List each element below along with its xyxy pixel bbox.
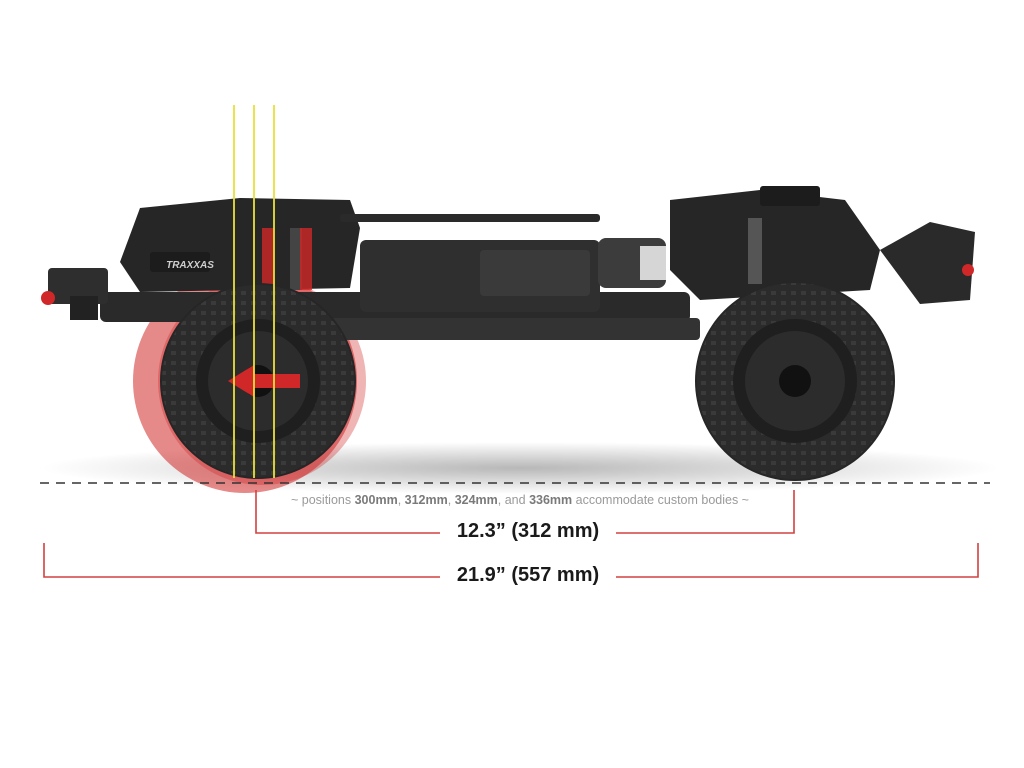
wheelbase-positions-note: ~ positions 300mm, 312mm, 324mm, and 336… <box>291 493 749 507</box>
brand-logo: TRAXXAS <box>166 260 214 271</box>
overall-length-label: 21.9” (557 mm) <box>440 564 616 587</box>
front-tire <box>695 281 895 481</box>
axle-shift-arrow <box>228 365 300 397</box>
position-312: 312mm <box>404 493 448 507</box>
position-336: 336mm <box>529 493 573 507</box>
axle-position-guides <box>233 105 275 478</box>
position-300: 300mm <box>354 493 398 507</box>
position-324: 324mm <box>454 493 498 507</box>
wheelbase-label: 12.3” (312 mm) <box>440 520 616 543</box>
